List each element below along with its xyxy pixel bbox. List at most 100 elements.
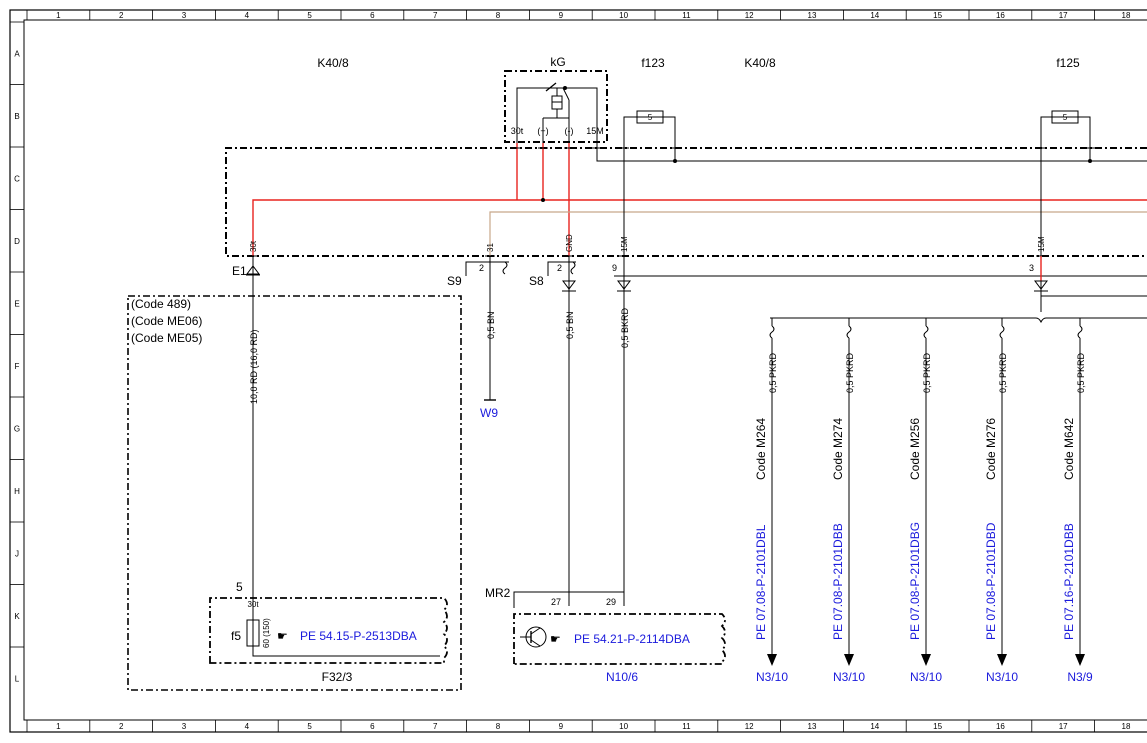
- pin-gnd-label: GND: [565, 234, 574, 252]
- pin-15m-label-right: 15M: [1037, 236, 1046, 252]
- label-s8-pin: 2: [557, 263, 562, 273]
- grid-column-label: 17: [1059, 11, 1068, 20]
- grid-column-label: 6: [370, 722, 375, 731]
- lower-wiring: [246, 256, 1147, 606]
- wire-e1-designation: 10,0 RD (16,0 RD): [249, 329, 259, 404]
- grid-column-label: 14: [870, 11, 879, 20]
- grid-row-label: E: [14, 299, 19, 308]
- header-k40-left: K40/8: [317, 56, 349, 70]
- grid-column-label: 15: [933, 722, 942, 731]
- fuse-f5-symbol: [246, 592, 440, 657]
- ref-f32[interactable]: PE 54.15-P-2513DBA: [300, 629, 417, 643]
- label-f32: F32/3: [322, 670, 353, 684]
- grid-column-label: 2: [119, 722, 124, 731]
- grid-column-label: 3: [182, 11, 187, 20]
- fuse-f125-value: 5: [1063, 113, 1068, 122]
- label-pin-5: 5: [236, 580, 243, 594]
- branch-code: Code M274: [831, 418, 845, 480]
- grid-column-label: 10: [619, 722, 628, 731]
- relay-pin-plus: (+): [537, 126, 548, 136]
- label-s9: S9: [447, 274, 462, 288]
- grid-column-label: 1: [56, 722, 61, 731]
- grid-column-label: 18: [1122, 722, 1131, 731]
- grid-column-label: 1: [56, 11, 61, 20]
- label-pin-9: 9: [612, 263, 617, 273]
- fuse-f5-rating: 60 (150): [262, 618, 271, 648]
- module-n10-box: [513, 613, 726, 665]
- ref-n10[interactable]: PE 54.21-P-2114DBA: [574, 632, 690, 646]
- grid-column-label: 8: [496, 722, 501, 731]
- grid-column-label: 9: [559, 722, 564, 731]
- grid-column-label: 5: [307, 722, 312, 731]
- branch-destination[interactable]: N3/10: [986, 670, 1018, 684]
- grid-row-label: D: [14, 237, 20, 246]
- grid-column-label: 6: [370, 11, 375, 20]
- grid-row-label: J: [15, 549, 19, 558]
- branch-wire: 0,5 PKRD: [845, 352, 855, 393]
- grid-column-label: 17: [1059, 722, 1068, 731]
- relay-kg: [504, 70, 608, 143]
- transistor-icon: [520, 626, 547, 648]
- branch-ref[interactable]: PE 07.08-P-2101DBD: [984, 522, 998, 640]
- label-s9-pin: 2: [479, 263, 484, 273]
- grid-column-label: 12: [745, 722, 754, 731]
- link-w9[interactable]: W9: [480, 406, 498, 420]
- grid-column-label: 5: [307, 11, 312, 20]
- branch-destination[interactable]: N3/10: [910, 670, 942, 684]
- label-e1: E1: [232, 264, 247, 278]
- arrow-down-icon: [767, 654, 777, 666]
- grid-column-label: 10: [619, 11, 628, 20]
- branch-destination[interactable]: N3/10: [833, 670, 865, 684]
- pointing-hand-icon: ☛: [277, 629, 288, 643]
- grid-column-label: 11: [682, 11, 691, 20]
- branch-ref[interactable]: PE 07.16-P-2101DBB: [1062, 523, 1076, 640]
- relay-pin-30t: 30t: [511, 126, 524, 136]
- branch-wire: 0,5 PKRD: [922, 352, 932, 393]
- grid-row-label: K: [14, 612, 20, 621]
- branch-destination[interactable]: N3/9: [1067, 670, 1093, 684]
- code-me05: (Code ME05): [131, 331, 202, 345]
- grid-column-label: 16: [996, 11, 1005, 20]
- label-s8: S8: [529, 274, 544, 288]
- pin-30t-label: 30t: [249, 240, 258, 252]
- branch-code: Code M642: [1062, 418, 1076, 480]
- branch-ref[interactable]: PE 07.08-P-2101DBL: [754, 524, 768, 640]
- grid-column-label: 13: [808, 722, 817, 731]
- grid-row-label: A: [14, 49, 20, 58]
- grid-column-label: 4: [245, 722, 250, 731]
- branch-destination[interactable]: N3/10: [756, 670, 788, 684]
- mr2-bracket: [513, 591, 624, 608]
- branch-ref[interactable]: PE 07.08-P-2101DBB: [831, 523, 845, 640]
- grid-column-label: 16: [996, 722, 1005, 731]
- wire-s8-designation: 0,5 BN: [565, 311, 575, 339]
- branch-wire: 0,5 PKRD: [768, 352, 778, 393]
- label-n10: N10/6: [606, 670, 638, 684]
- grid-column-label: 12: [745, 11, 754, 20]
- fuse-f125: [1040, 110, 1091, 148]
- grid-column-label: 8: [496, 11, 501, 20]
- grid-row-label: G: [14, 424, 20, 433]
- code-me06: (Code ME06): [131, 314, 202, 328]
- grid-column-label: 13: [808, 11, 817, 20]
- label-mr2: MR2: [485, 586, 511, 600]
- grid-column-label: 3: [182, 722, 187, 731]
- grid-column-label: 4: [245, 11, 250, 20]
- branch-ref[interactable]: PE 07.08-P-2101DBG: [908, 522, 922, 640]
- arrow-down-icon: [921, 654, 931, 666]
- label-pin-3: 3: [1029, 263, 1034, 273]
- wire-w9-designation: 0,5 BN: [486, 311, 496, 339]
- code-489: (Code 489): [131, 297, 191, 311]
- branch-wire: 0,5 PKRD: [998, 352, 1008, 393]
- pin-31-label: 31: [486, 243, 495, 252]
- grid-column-label: 18: [1122, 11, 1131, 20]
- fuse-box-f32: [209, 597, 448, 664]
- grid-row-label: C: [14, 174, 20, 183]
- grid-row-label: H: [14, 487, 20, 496]
- branch-2: 0,5 PKRD Code M274 PE 07.08-P-2101DBB N3/10: [831, 318, 865, 684]
